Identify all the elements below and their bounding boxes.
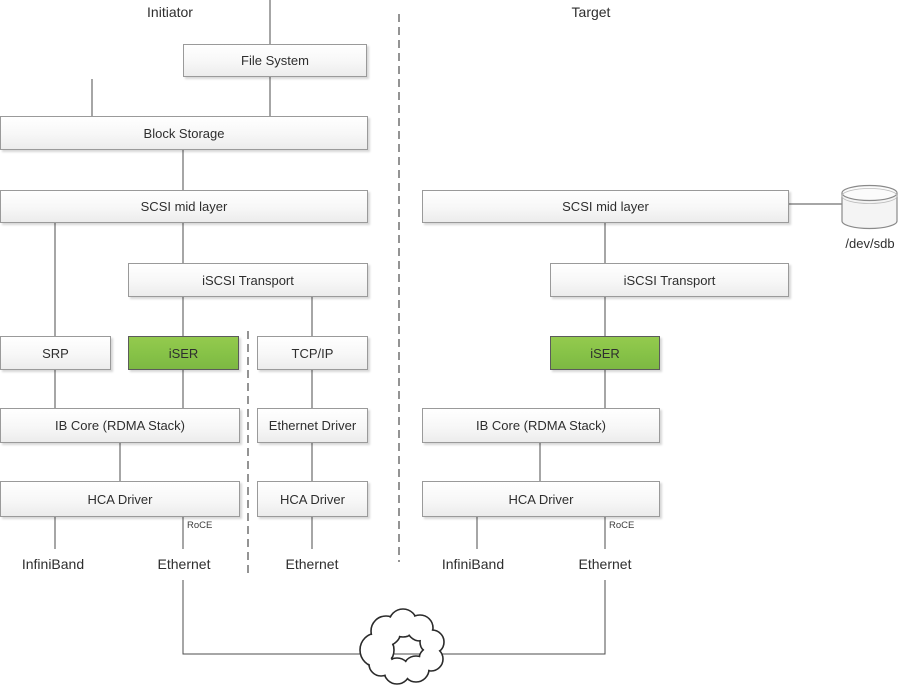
box-tcp-ip: TCP/IP <box>257 336 368 370</box>
solid-connectors <box>54 0 842 655</box>
box-ib-core-target: IB Core (RDMA Stack) <box>422 408 660 443</box>
roce-label-initiator: RoCE <box>187 520 213 531</box>
ethernet-label-target: Ethernet <box>578 556 632 572</box>
box-file-system: File System <box>183 44 367 77</box>
box-iser-initiator: iSER <box>128 336 239 370</box>
ethernet-label-initiator-roce: Ethernet <box>157 556 211 572</box>
initiator-section-title: Initiator <box>147 4 193 20</box>
roce-label-target: RoCE <box>609 520 635 531</box>
box-iscsi-transport-target: iSCSI Transport <box>550 263 789 297</box>
box-hca-driver-target: HCA Driver <box>422 481 660 517</box>
dev-sdb-label: /dev/sdb <box>845 236 895 251</box>
box-scsi-mid-layer-initiator: SCSI mid layer <box>0 190 368 223</box>
disk-cylinder-icon <box>841 184 898 230</box>
box-iscsi-transport-initiator: iSCSI Transport <box>128 263 368 297</box>
box-srp: SRP <box>0 336 111 370</box>
network-cloud-icon <box>359 608 445 685</box>
box-scsi-mid-layer-target: SCSI mid layer <box>422 190 789 223</box>
box-iser-target: iSER <box>550 336 660 370</box>
infiniband-label-target: InfiniBand <box>441 556 505 572</box>
box-hca-driver-initiator-eth: HCA Driver <box>257 481 368 517</box>
dashed-separators <box>247 14 400 578</box>
box-hca-driver-initiator-ib: HCA Driver <box>0 481 240 517</box>
box-ethernet-driver: Ethernet Driver <box>257 408 368 443</box>
box-ib-core-initiator: IB Core (RDMA Stack) <box>0 408 240 443</box>
box-block-storage: Block Storage <box>0 116 368 150</box>
ethernet-label-initiator-tcp: Ethernet <box>285 556 339 572</box>
target-section-title: Target <box>571 4 611 20</box>
infiniband-label-initiator: InfiniBand <box>21 556 85 572</box>
